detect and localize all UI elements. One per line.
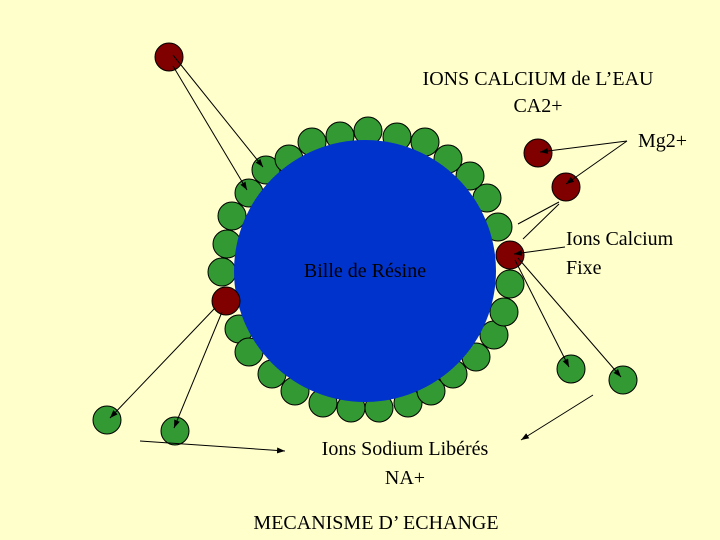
arrow [172,65,248,191]
fixed-calcium-label: Ions Calcium [566,228,674,250]
fixed-calcium-ion [211,286,241,316]
released-sodium-formula: NA+ [385,467,425,489]
arrow [520,394,594,441]
pointer-line [517,201,560,225]
arrow [565,140,628,185]
sodium-ion [455,161,485,191]
pointer-line [522,203,560,240]
arrow [517,257,622,378]
arrow [139,440,286,454]
water-ions-formula: CA2+ [513,95,562,117]
sodium-ion [495,269,525,299]
released-sodium-ion [556,354,586,384]
fixed-calcium-label-2: Fixe [566,257,602,279]
sodium-ion [489,297,519,327]
released-sodium-ion [160,416,190,446]
water-ions-title: IONS CALCIUM de L’EAU [423,68,654,90]
released-sodium-ion [608,365,638,395]
sodium-ion [207,257,237,287]
arrow [172,54,264,168]
sodium-ion [217,201,247,231]
arrow [173,311,223,429]
fixed-calcium-ion [495,240,525,270]
arrows [109,54,628,454]
calcium-ion [154,42,184,72]
arrow [539,140,628,154]
caption: MECANISME D’ ECHANGE [253,512,498,534]
arrow [513,246,566,256]
magnesium-ion [523,138,553,168]
released-sodium-label: Ions Sodium Libérés [322,438,489,460]
magnesium-label: Mg2+ [638,130,687,152]
resin-bead-label: Bille de Résine [304,260,426,282]
resin-bead [234,140,496,402]
arrow [109,307,216,419]
arrow [514,259,570,368]
